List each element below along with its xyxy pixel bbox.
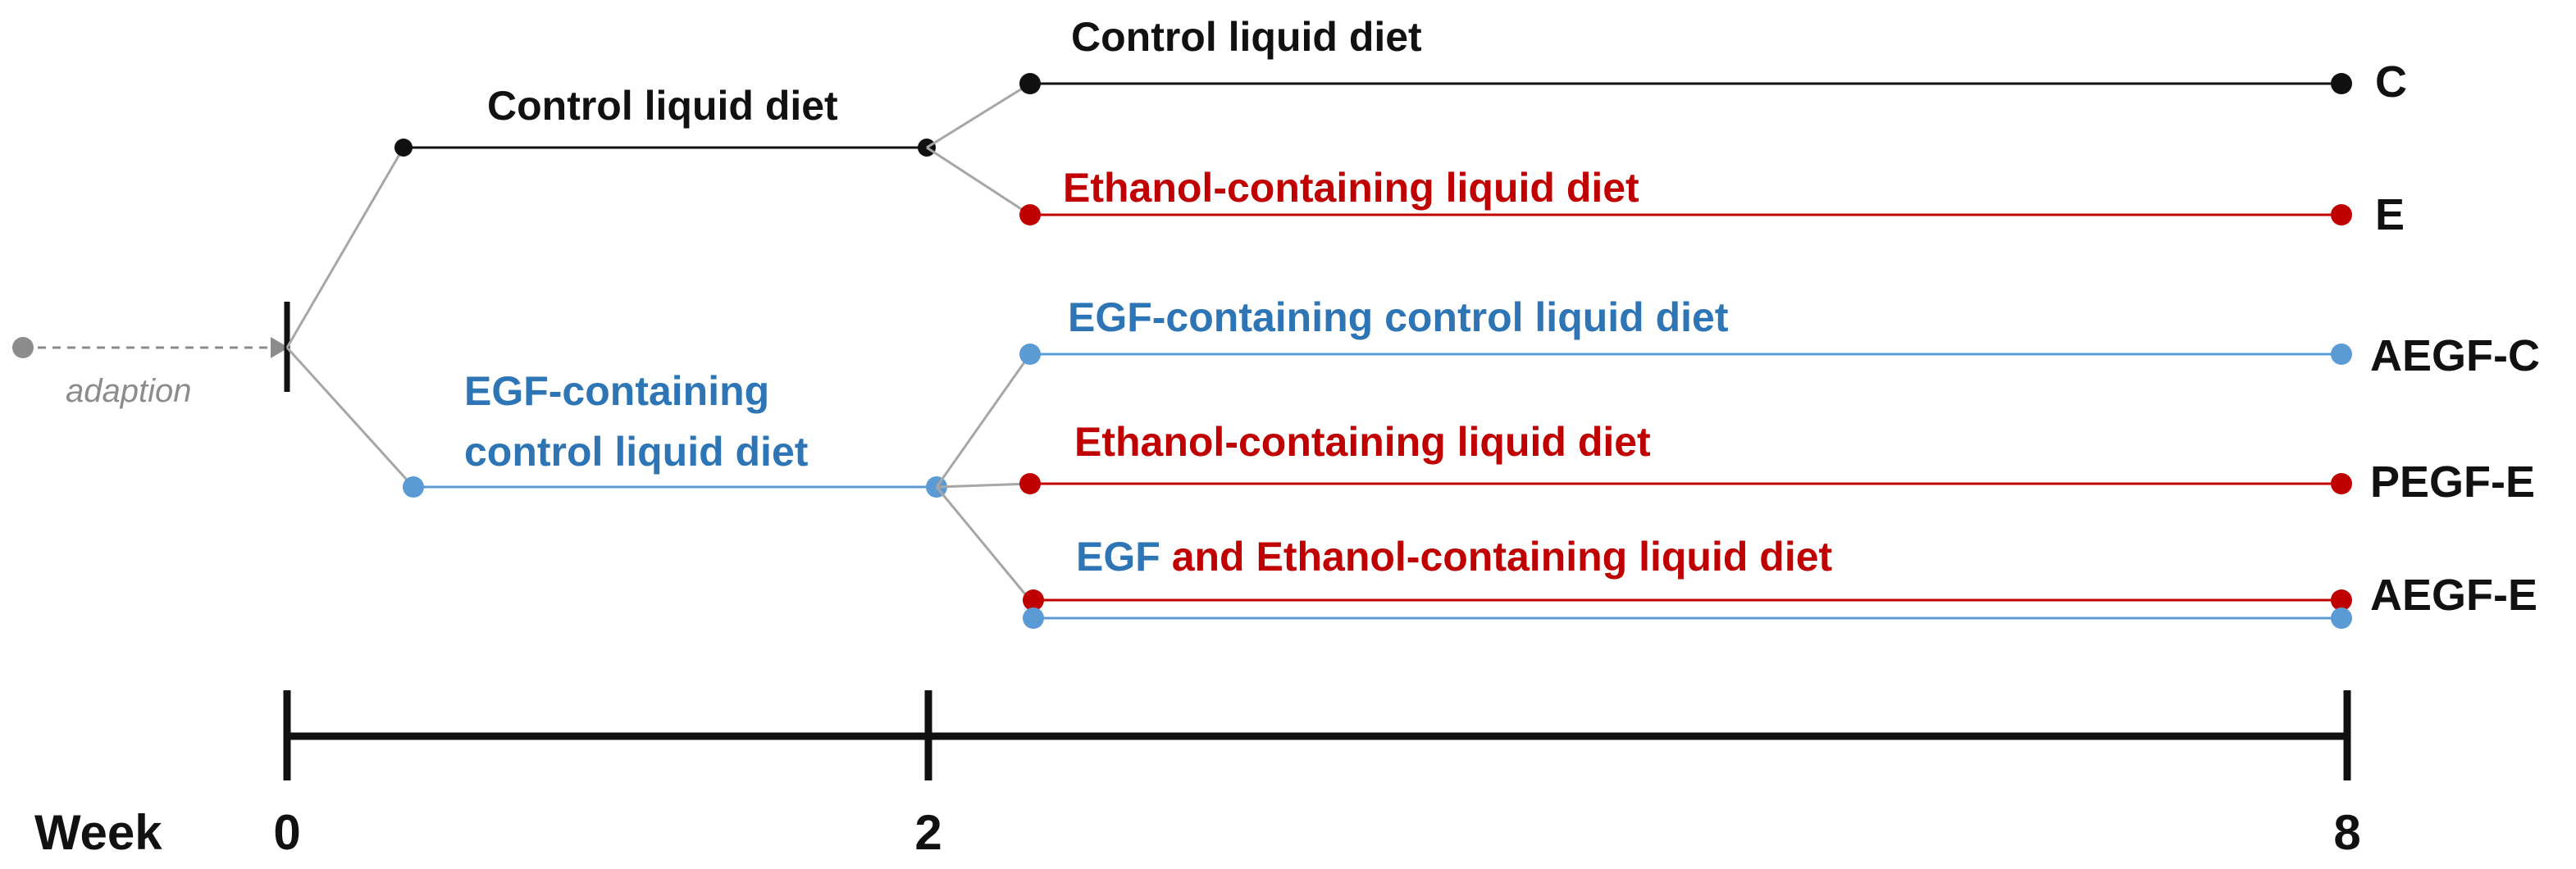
- control-diet-phase1-label: Control liquid diet: [487, 83, 838, 129]
- connector-start-control: [285, 147, 405, 348]
- group-pegf-e-start-dot: [1019, 473, 1041, 494]
- group-aegf-c-start-dot: [1019, 344, 1041, 365]
- timeline-axis-label: Week: [34, 805, 162, 860]
- group-pegf-e-label: PEGF-E: [2370, 457, 2535, 507]
- timeline-axis: [283, 690, 2351, 780]
- group-aegf-e-start-red-dot: [1023, 589, 1044, 611]
- adaption-start-dot: [12, 337, 34, 358]
- group-aegf-e-label: AEGF-E: [2370, 571, 2537, 620]
- group-c-end-dot: [2331, 73, 2352, 94]
- connector-control-to-e: [926, 146, 1031, 216]
- control-diet-c-label: Control liquid diet: [1071, 14, 1422, 60]
- ethanol-diet-e-label: Ethanol-containing liquid diet: [1063, 165, 1639, 211]
- connector-start-egf: [285, 346, 415, 489]
- group-aegf-e-end-red-dot: [2331, 589, 2352, 611]
- group-aegf-c-label: AEGF-C: [2370, 331, 2540, 380]
- egf-diet-phase1-label-line1: EGF-containing: [464, 368, 769, 414]
- group-aegf-c-end-dot: [2331, 344, 2352, 365]
- tick-label-8: 8: [2333, 805, 2360, 860]
- group-pegf-e-end-dot: [2331, 473, 2352, 494]
- connector-egf-to-pegf-e: [936, 482, 1031, 489]
- egf-ethanol-diet-aegf-e-label: EGF and Ethanol-containing liquid diet: [1076, 534, 1833, 580]
- connector-control-to-c: [926, 82, 1031, 149]
- ethanol-rest-text: and Ethanol-containing liquid diet: [1160, 534, 1833, 580]
- adaption-arrow: [12, 337, 289, 358]
- egf-diet-aegf-c-label: EGF-containing control liquid diet: [1068, 294, 1729, 340]
- adaption-label: adaption: [66, 373, 191, 409]
- tick-label-2: 2: [914, 805, 941, 860]
- egf-word: EGF: [1076, 534, 1160, 580]
- tick-label-0: 0: [273, 805, 300, 860]
- group-e-label: E: [2375, 190, 2405, 239]
- egf-phase1-start-dot: [403, 476, 424, 498]
- egf-diet-phase1-label-line2: control liquid diet: [464, 429, 809, 475]
- group-aegf-e-start-blue-dot: [1023, 607, 1044, 629]
- group-e-start-dot: [1019, 204, 1041, 225]
- group-c-label: C: [2375, 57, 2407, 107]
- connector-egf-to-aegf-c: [935, 353, 1032, 488]
- group-c-start-dot: [1019, 73, 1041, 94]
- connector-egf-to-aegf-e: [935, 486, 1032, 601]
- group-aegf-e-end-blue-dot: [2331, 607, 2352, 629]
- group-e-end-dot: [2331, 204, 2352, 225]
- ethanol-diet-pegf-e-label: Ethanol-containing liquid diet: [1074, 419, 1651, 465]
- control-phase1-start-dot: [394, 139, 413, 157]
